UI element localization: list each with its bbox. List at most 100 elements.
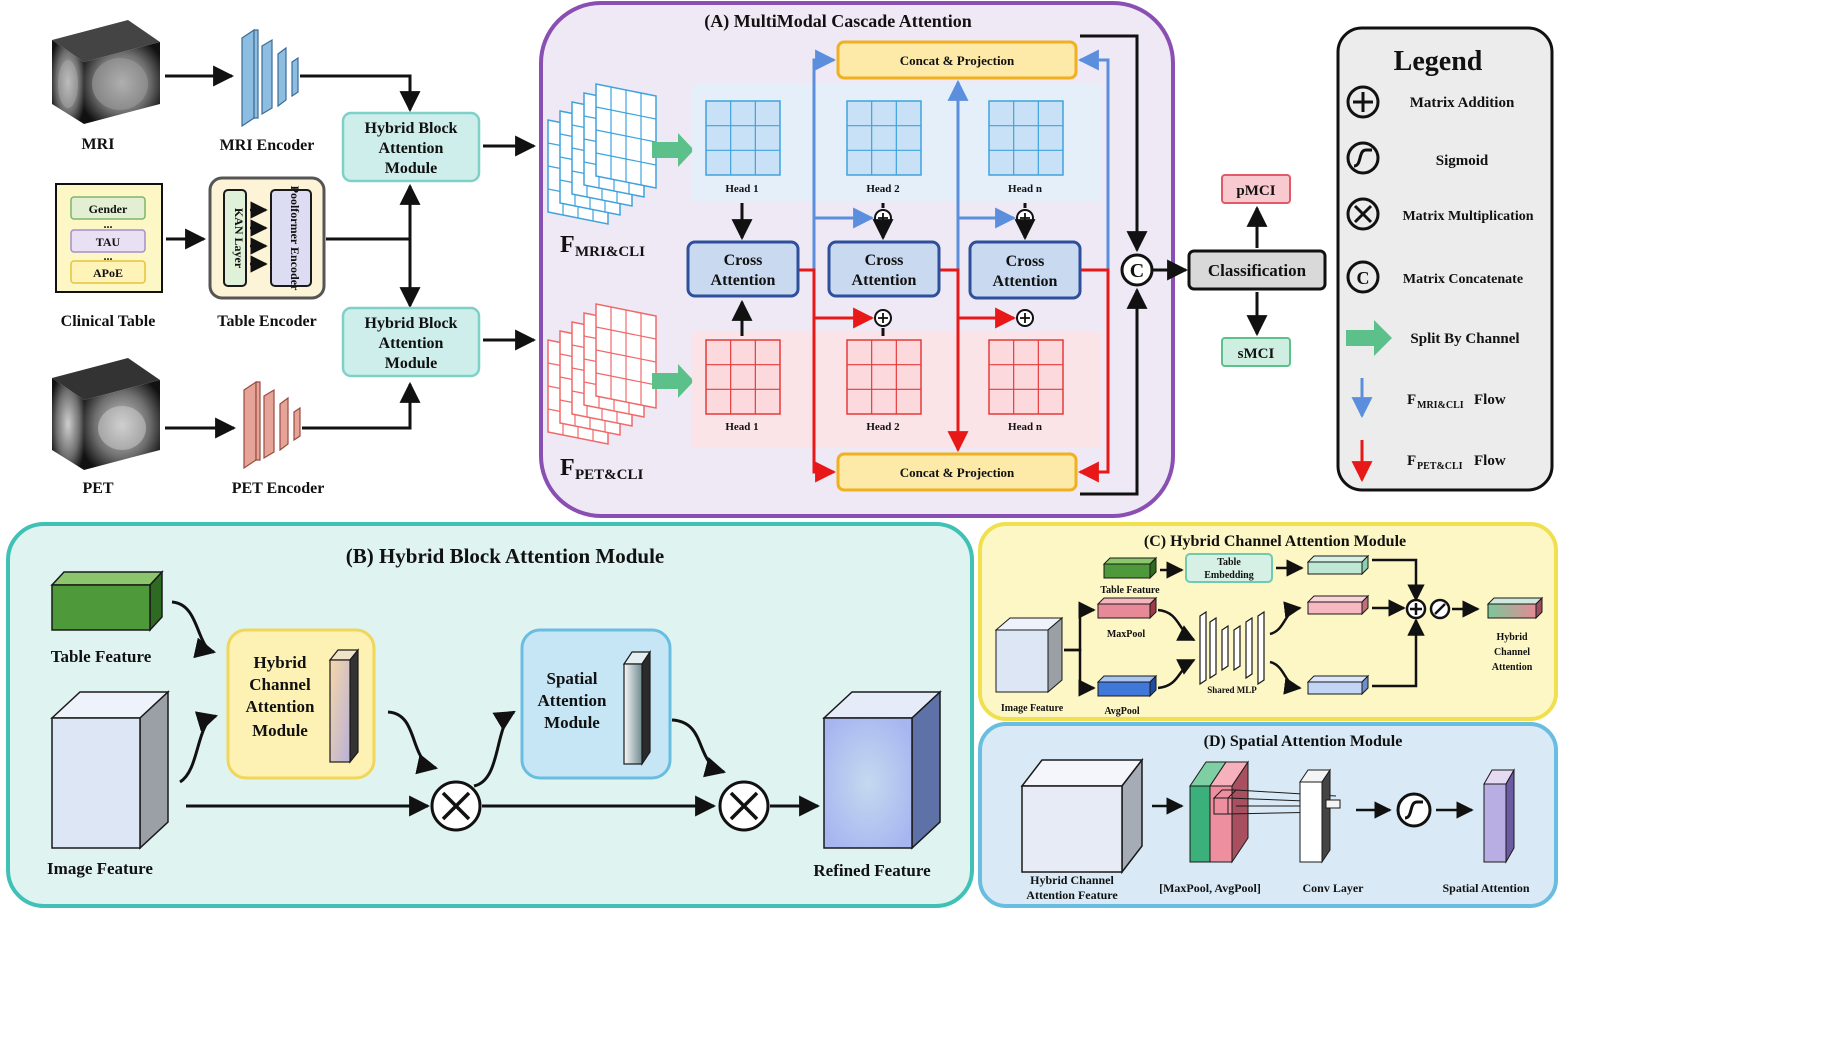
legend-matrix-addition: Matrix Addition	[1410, 95, 1515, 111]
cross-attention-2-line1: Cross	[865, 252, 904, 269]
mri-encoder-label: MRI Encoder	[220, 137, 315, 154]
head-top-1-label: Head 1	[725, 183, 758, 195]
hbam-bottom-line3: Module	[385, 355, 437, 372]
cross-attention-n-line2: Attention	[993, 273, 1058, 290]
cross-attention-n	[968, 240, 1082, 300]
split-arrow-mri	[652, 133, 694, 167]
matrix-addition-icon	[1346, 85, 1380, 119]
smci-box	[1221, 337, 1291, 367]
refined-feature-label: Refined Feature	[813, 861, 931, 880]
head-top-2-label: Head 2	[866, 183, 900, 195]
hbam-top-line3: Module	[385, 160, 437, 177]
head-top-1-grid	[705, 100, 781, 176]
panel-c-image-feature-cube	[994, 616, 1064, 694]
panel-c-addition-node	[1405, 598, 1427, 620]
kan-layer-box	[223, 189, 247, 287]
poolformer-label: Poolformer Encoder	[288, 186, 302, 291]
arrow-mlp-to-top	[1269, 601, 1302, 636]
legend-matrix-concatenate: Matrix Concatenate	[1403, 272, 1523, 287]
concatenate-node-symbol: C	[1130, 260, 1144, 282]
cross-attention-1	[686, 240, 800, 298]
shared-mlp-icon	[1199, 610, 1265, 686]
conv-layer-block	[1299, 768, 1341, 864]
arrow-pet-encoder-to-hbam	[302, 381, 421, 430]
table-embedding-box	[1185, 553, 1273, 583]
panel-c-table-feature-block	[1102, 556, 1158, 580]
apoe-field-label: APoE	[93, 266, 123, 280]
head-bottom-n-label: Head n	[1008, 421, 1042, 433]
panel-c-sigmoid-node	[1429, 598, 1451, 620]
kan-layer-label: KAN Layer	[232, 208, 246, 269]
concat-projection-top	[836, 40, 1078, 80]
architecture-diagram: MRI MRI Encoder Gender ... TAU ... APoE …	[6, 1, 1558, 908]
tau-field-box	[70, 229, 146, 253]
pet-encoder-icon	[243, 380, 301, 470]
arrow-image-feature-to-hcam	[179, 711, 219, 784]
legend-matrix-multiplication: Matrix Multiplication	[1402, 209, 1533, 224]
apoe-field-box	[70, 260, 146, 284]
gender-field-box	[70, 196, 146, 220]
concat-top-label: Concat & Projection	[900, 53, 1015, 68]
legend-pet-flow-main: F	[1407, 453, 1416, 469]
cross-attention-1-line2: Attention	[711, 272, 776, 289]
multiply-node-1	[430, 780, 482, 832]
legend-box	[1336, 26, 1554, 492]
arrow-hcam-to-multiply	[387, 710, 439, 775]
panel-b-title: (B) Hybrid Block Attention Module	[346, 544, 665, 568]
ellipsis-2: ...	[104, 249, 113, 263]
arrow-avgpool-to-mlp	[1157, 658, 1196, 690]
concat-bottom-label: Concat & Projection	[900, 465, 1015, 480]
sam-line1: Spatial	[546, 669, 597, 688]
table-embedding-line2: Embedding	[1204, 570, 1253, 581]
f-mri-label-sub: MRI&CLI	[575, 244, 645, 260]
f-mri-layer-5	[595, 83, 657, 189]
refined-feature-cube	[822, 690, 942, 850]
table-embedding-line1: Table	[1217, 557, 1241, 568]
sam-attention-map	[622, 650, 652, 766]
attention-head-grids	[705, 100, 1064, 415]
pet-flow-lines	[798, 268, 1110, 483]
concatenate-node	[1120, 253, 1154, 287]
head-bottom-n-grid	[988, 339, 1064, 415]
mri-encoder-icon	[241, 28, 299, 128]
hcam-line1: Hybrid	[254, 653, 307, 672]
head-bottom-2-label: Head 2	[866, 421, 900, 433]
maxpool-mlp-output-block	[1306, 594, 1370, 616]
legend-pet-flow-sub: PET&CLI	[1417, 461, 1463, 472]
head-bottom-1-label: Head 1	[725, 421, 758, 433]
pet-encoder-label: PET Encoder	[232, 480, 325, 497]
arrow-multiply-to-sam	[473, 710, 516, 788]
hca-feature-cube	[1020, 757, 1144, 875]
embedding-output-block	[1306, 554, 1370, 576]
legend-mri-flow-word: Flow	[1474, 392, 1506, 408]
f-pet-label-sub: PET&CLI	[575, 467, 644, 483]
arrow-avgpool-to-add	[1372, 618, 1425, 688]
concat-to-c-lines	[1080, 34, 1148, 496]
hca-output-line3: Attention	[1492, 662, 1533, 673]
cross-attention-2	[827, 240, 941, 298]
arrow-mri-encoder-to-hbam	[300, 74, 421, 113]
pmci-box	[1221, 174, 1291, 204]
table-feature-block	[50, 570, 164, 632]
f-pet-feature-stack	[547, 303, 657, 445]
legend-sigmoid: Sigmoid	[1436, 153, 1489, 169]
pet-label: PET	[82, 480, 113, 497]
multiply-node-2	[718, 780, 770, 832]
pmci-label: pMCI	[1236, 183, 1275, 199]
legend-pet-flow-word: Flow	[1474, 453, 1506, 469]
head-bottom-1-grid	[705, 339, 781, 415]
legend-split-by-channel: Split By Channel	[1410, 331, 1519, 347]
arrow-sam-to-multiply	[671, 718, 727, 778]
sigmoid-icon	[1346, 141, 1380, 175]
maxpool-label: MaxPool	[1107, 629, 1146, 640]
hca-feature-line1: Hybrid Channel	[1030, 873, 1114, 887]
hbam-box-top	[341, 111, 481, 183]
arrow-table-feature-to-hcam	[171, 600, 217, 659]
legend-mri-flow-sub: MRI&CLI	[1417, 400, 1464, 411]
cross-attention-n-line1: Cross	[1006, 253, 1045, 270]
hca-feature-line2: Attention Feature	[1026, 888, 1118, 902]
pooled-channel-maps	[1189, 760, 1249, 864]
smci-label: sMCI	[1238, 346, 1275, 362]
avgpool-block	[1096, 674, 1158, 698]
hbam-bottom-line2: Attention	[379, 335, 444, 352]
